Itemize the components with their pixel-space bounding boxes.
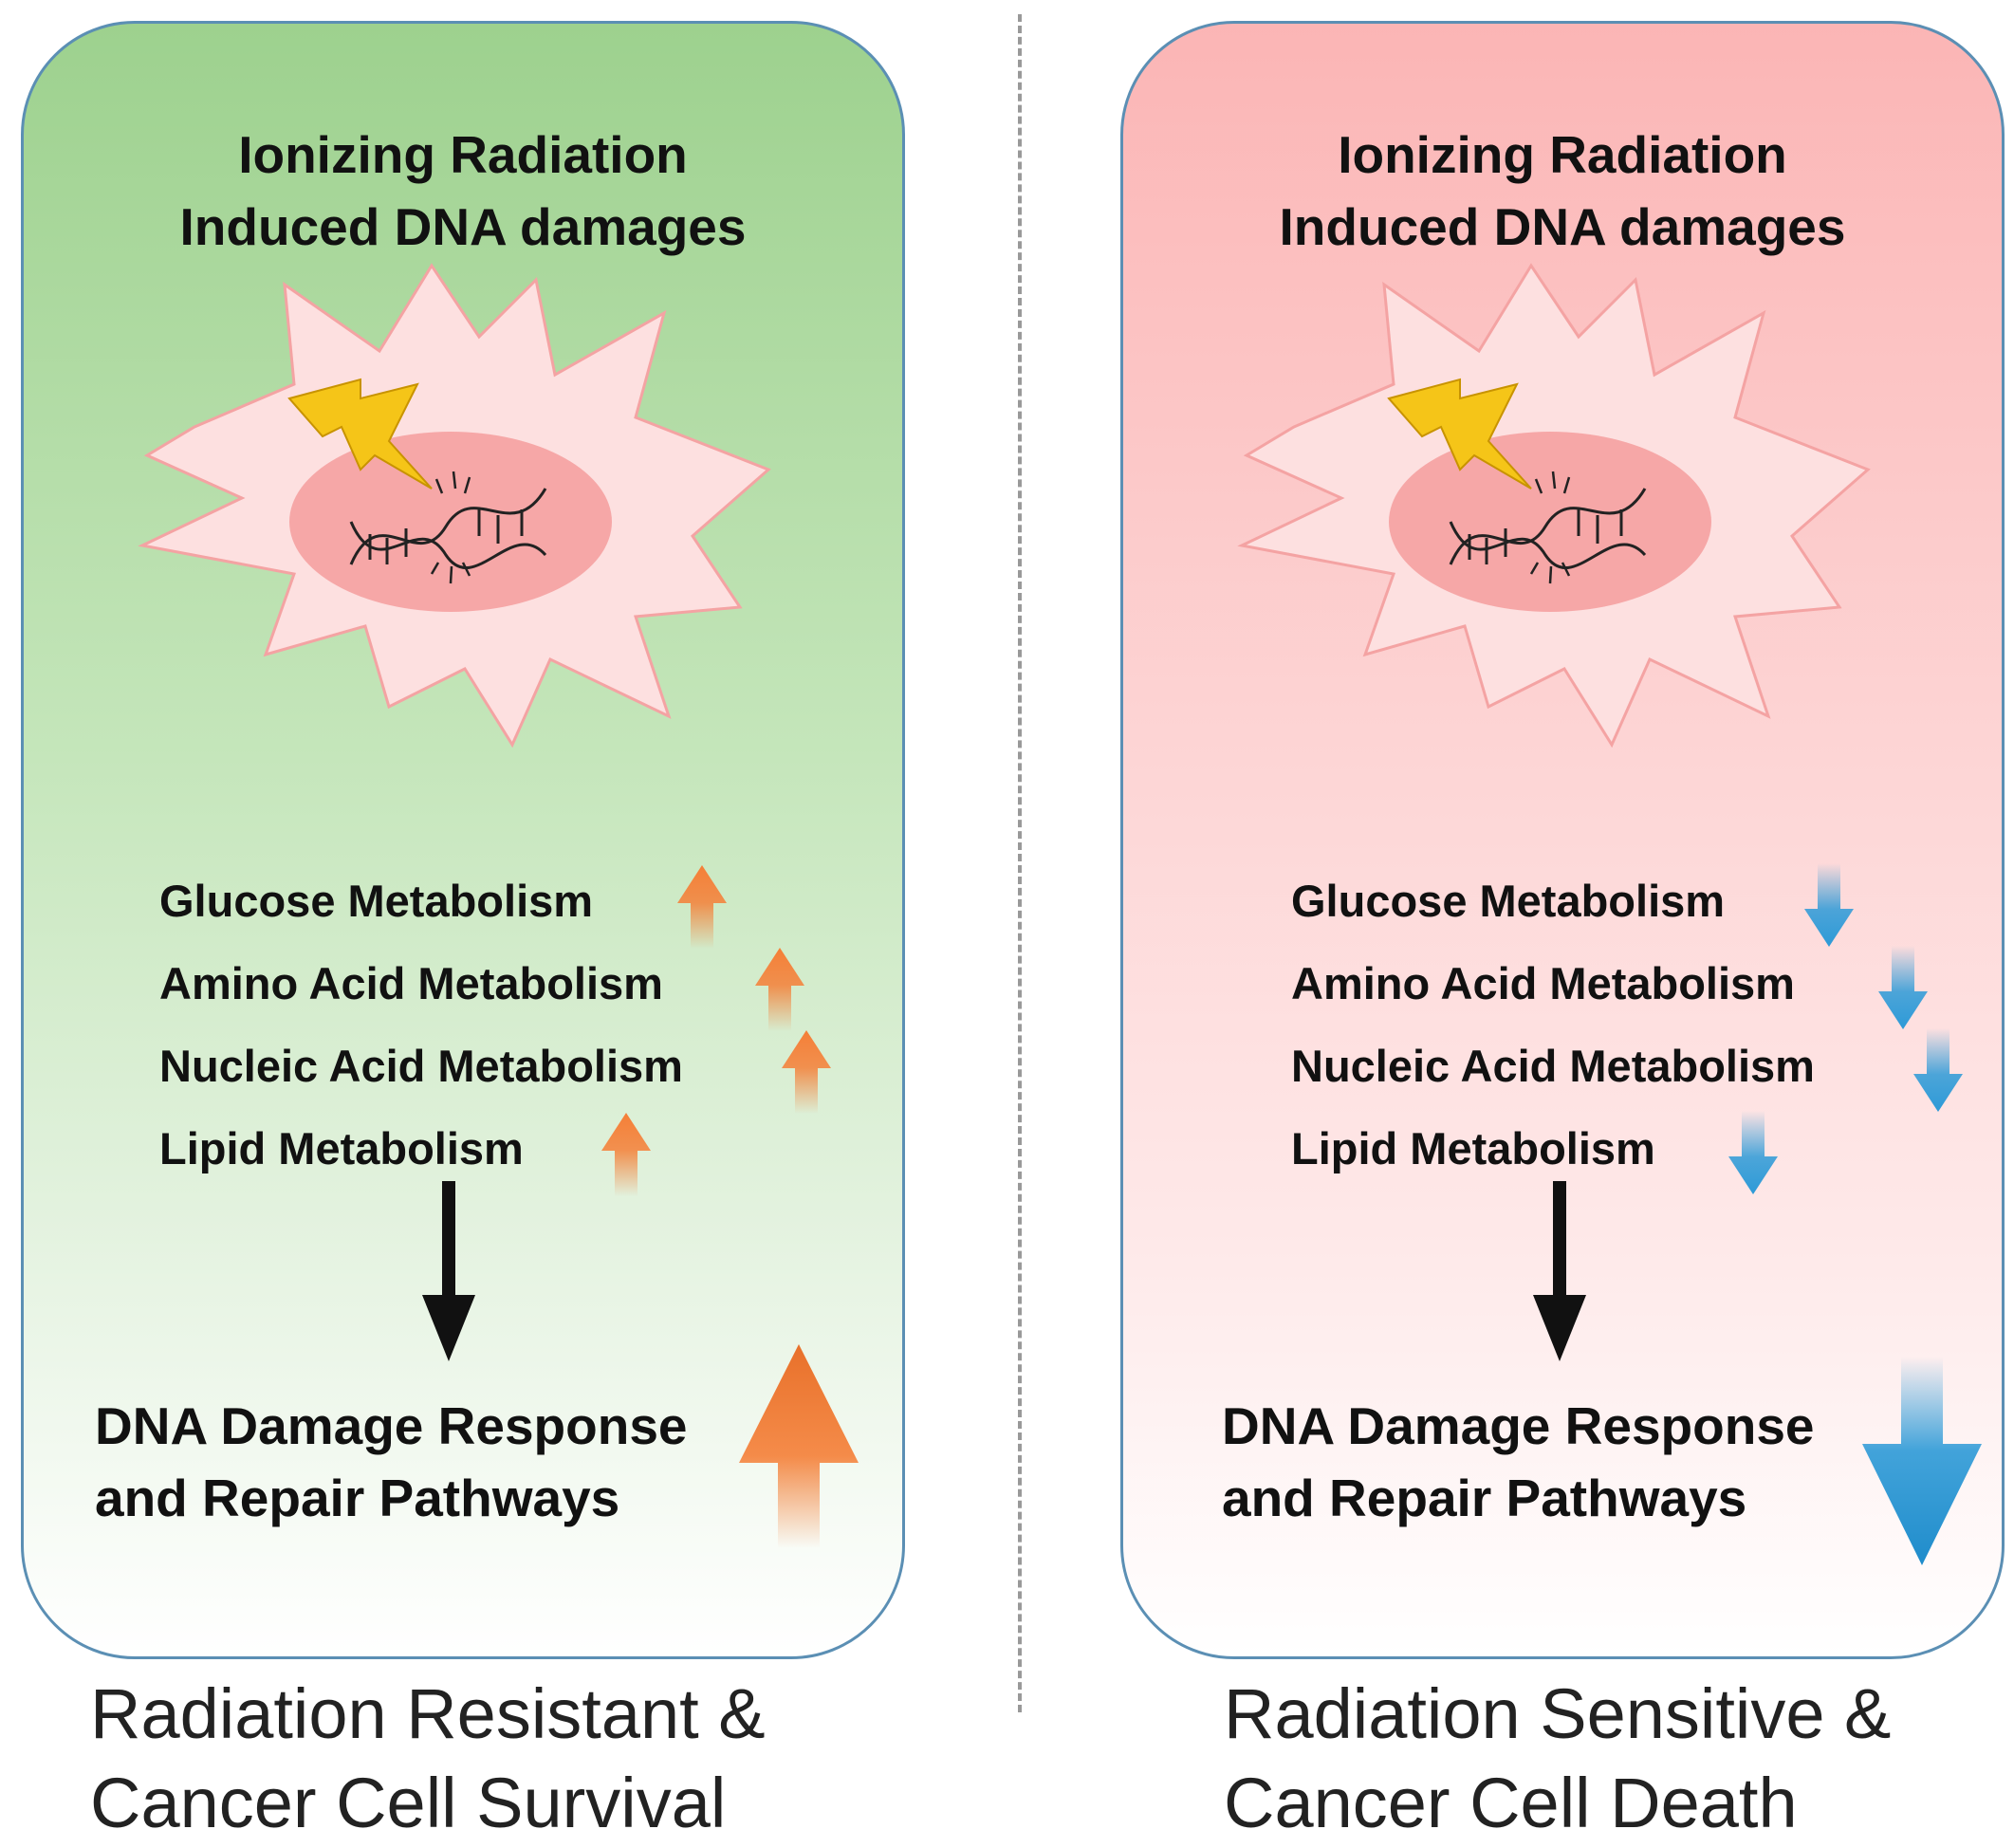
panel-title: Ionizing Radiation Induced DNA damages — [24, 119, 902, 263]
down-arrow-icon — [1913, 1028, 1963, 1112]
flow-arrow-icon — [422, 1181, 475, 1361]
dna-helix-icon — [349, 488, 547, 569]
resistant-panel: Ionizing Radiation Induced DNA damages G… — [21, 21, 905, 1659]
result-line-2: and Repair Pathways — [1222, 1469, 1747, 1527]
title-line-1: Ionizing Radiation — [1338, 125, 1787, 184]
title-line-2: Induced DNA damages — [1279, 197, 1846, 256]
metabolism-item: Amino Acid Metabolism — [159, 948, 804, 1038]
metabolism-item: Nucleic Acid Metabolism — [1291, 1028, 1963, 1120]
result-line-1: DNA Damage Response — [1222, 1396, 1815, 1455]
result-text: DNA Damage Response and Repair Pathways — [95, 1390, 688, 1534]
down-arrow-icon — [1728, 1111, 1778, 1194]
up-arrow-icon — [601, 1113, 651, 1196]
metabolism-label: Lipid Metabolism — [1291, 1123, 1655, 1173]
metabolism-item: Lipid Metabolism — [159, 1113, 683, 1203]
metabolism-item: Glucose Metabolism — [159, 865, 727, 955]
break-marks — [1529, 471, 1571, 584]
metabolism-list: Glucose Metabolism Amino Acid Metabolism… — [159, 865, 831, 1203]
result-line-1: DNA Damage Response — [95, 1396, 688, 1455]
metabolism-item: Nucleic Acid Metabolism — [159, 1030, 831, 1120]
metabolism-item: Glucose Metabolism — [1291, 863, 1854, 955]
metabolism-label: Lipid Metabolism — [159, 1123, 524, 1173]
caption-line-1: Radiation Resistant & — [90, 1674, 766, 1753]
title-line-1: Ionizing Radiation — [238, 125, 688, 184]
dna-helix-icon — [1449, 488, 1647, 569]
large-up-arrow-icon — [739, 1344, 859, 1548]
up-arrow-icon — [782, 1030, 831, 1114]
down-arrow-icon — [1878, 946, 1928, 1029]
metabolism-label: Nucleic Acid Metabolism — [1291, 1041, 1815, 1091]
down-arrow-icon — [1804, 863, 1854, 947]
resistant-caption: Radiation Resistant & Cancer Cell Surviv… — [90, 1670, 766, 1848]
metabolism-label: Amino Acid Metabolism — [159, 958, 663, 1008]
caption-line-1: Radiation Sensitive & — [1224, 1674, 1892, 1753]
large-down-arrow-icon — [1862, 1357, 1982, 1565]
metabolism-label: Amino Acid Metabolism — [1291, 958, 1795, 1008]
title-line-2: Induced DNA damages — [179, 197, 747, 256]
metabolism-label: Nucleic Acid Metabolism — [159, 1041, 683, 1091]
lightning-bolt-icon — [287, 378, 433, 490]
metabolism-label: Glucose Metabolism — [1291, 876, 1726, 926]
caption-line-2: Cancer Cell Death — [1224, 1764, 1798, 1842]
caption-line-2: Cancer Cell Survival — [90, 1764, 727, 1842]
metabolism-item: Lipid Metabolism — [1291, 1111, 1815, 1203]
sensitive-caption: Radiation Sensitive & Cancer Cell Death — [1224, 1670, 1891, 1848]
panel-title: Ionizing Radiation Induced DNA damages — [1123, 119, 2002, 263]
irradiated-cell-illustration — [1237, 263, 1871, 748]
up-arrow-icon — [677, 865, 727, 949]
result-text: DNA Damage Response and Repair Pathways — [1222, 1390, 1815, 1534]
metabolism-item: Amino Acid Metabolism — [1291, 946, 1928, 1038]
metabolism-label: Glucose Metabolism — [159, 876, 594, 926]
lightning-bolt-icon — [1387, 378, 1532, 490]
irradiated-cell-illustration — [138, 263, 771, 748]
break-marks — [430, 471, 471, 584]
flow-arrow-icon — [1533, 1181, 1586, 1361]
sensitive-panel: Ionizing Radiation Induced DNA damages G… — [1120, 21, 2005, 1659]
panel-divider — [1018, 14, 1022, 1712]
result-line-2: and Repair Pathways — [95, 1469, 620, 1527]
up-arrow-icon — [755, 948, 804, 1031]
metabolism-list: Glucose Metabolism Amino Acid Metabolism… — [1291, 863, 1963, 1203]
